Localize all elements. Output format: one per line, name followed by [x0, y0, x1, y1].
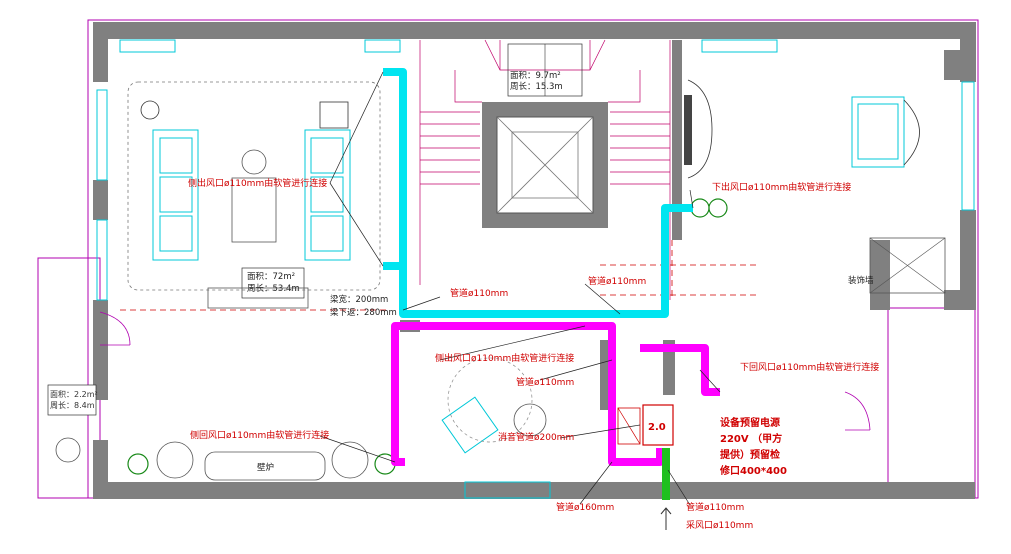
- inlet-arrow-icon: [660, 507, 672, 530]
- label-beam-below: 梁下返：280mm: [330, 307, 397, 318]
- label-side-outlet-top: 侧出风口ø110mm由软管进行连接: [188, 177, 327, 189]
- label-equip-4: 修口400*400: [719, 464, 787, 477]
- unit-value: 2.0: [648, 422, 666, 433]
- label-beam-width: 梁宽：200mm: [330, 294, 388, 305]
- label-pipe-110-a: 管道ø110mm: [450, 287, 508, 299]
- plant-icon-4: [708, 198, 728, 218]
- living-room-furniture: [152, 129, 351, 261]
- label-equip-2: 220V （甲方: [720, 432, 782, 445]
- label-side-outlet-mid: 侧出风口ø110mm由软管进行连接: [435, 352, 574, 364]
- fireplace: [204, 451, 326, 481]
- fireplace-label: 壁炉: [257, 462, 274, 473]
- label-side-return: 侧回风口ø110mm由软管进行连接: [190, 429, 329, 441]
- room-area-3: 面积：2.2m²: [50, 389, 98, 399]
- ventilation-unit: [642, 404, 674, 446]
- label-down-outlet: 下出风口ø110mm由软管进行连接: [712, 181, 851, 193]
- room-perimeter-2: 周长：15.3m: [510, 81, 563, 92]
- supply-duct: [383, 68, 693, 318]
- plant-icon-3: [690, 198, 710, 218]
- lounge-furniture: [441, 396, 499, 454]
- leader-lines: [319, 71, 721, 506]
- room-area-1: 面积：72m²: [247, 271, 295, 282]
- beam-lines: [120, 240, 760, 311]
- stairs: [419, 39, 671, 300]
- label-pipe-160: 管道ø160mm: [556, 501, 614, 513]
- label-pipe-110-c: 管道ø110mm: [516, 376, 574, 388]
- bedroom-furniture: [851, 96, 905, 168]
- label-silencer: 消音管道ø200mm: [498, 431, 574, 443]
- label-pipe-110-b: 管道ø110mm: [588, 275, 646, 287]
- label-fresh-inlet: 采风口ø110mm: [686, 520, 753, 531]
- room-perimeter-1: 周长：53.4m: [247, 283, 300, 294]
- lamp-icon: [140, 100, 160, 120]
- walls: [93, 22, 976, 499]
- room-area-2: 面积：9.7m²: [510, 70, 561, 81]
- doors: [99, 311, 871, 431]
- label-down-return: 下回风口ø110mm由软管进行连接: [740, 361, 879, 373]
- label-equip-1: 设备预留电源: [720, 416, 780, 429]
- label-equip-3: 提供）预留检: [720, 448, 780, 461]
- side-mark: 装饰墙: [848, 275, 874, 286]
- room-perimeter-3: 周长：8.4m: [50, 400, 95, 410]
- plant-icon: [127, 453, 149, 475]
- windows: [96, 39, 975, 499]
- decor-plant-icon: [241, 149, 267, 175]
- label-pipe-110-d: 管道ø110mm: [686, 501, 744, 513]
